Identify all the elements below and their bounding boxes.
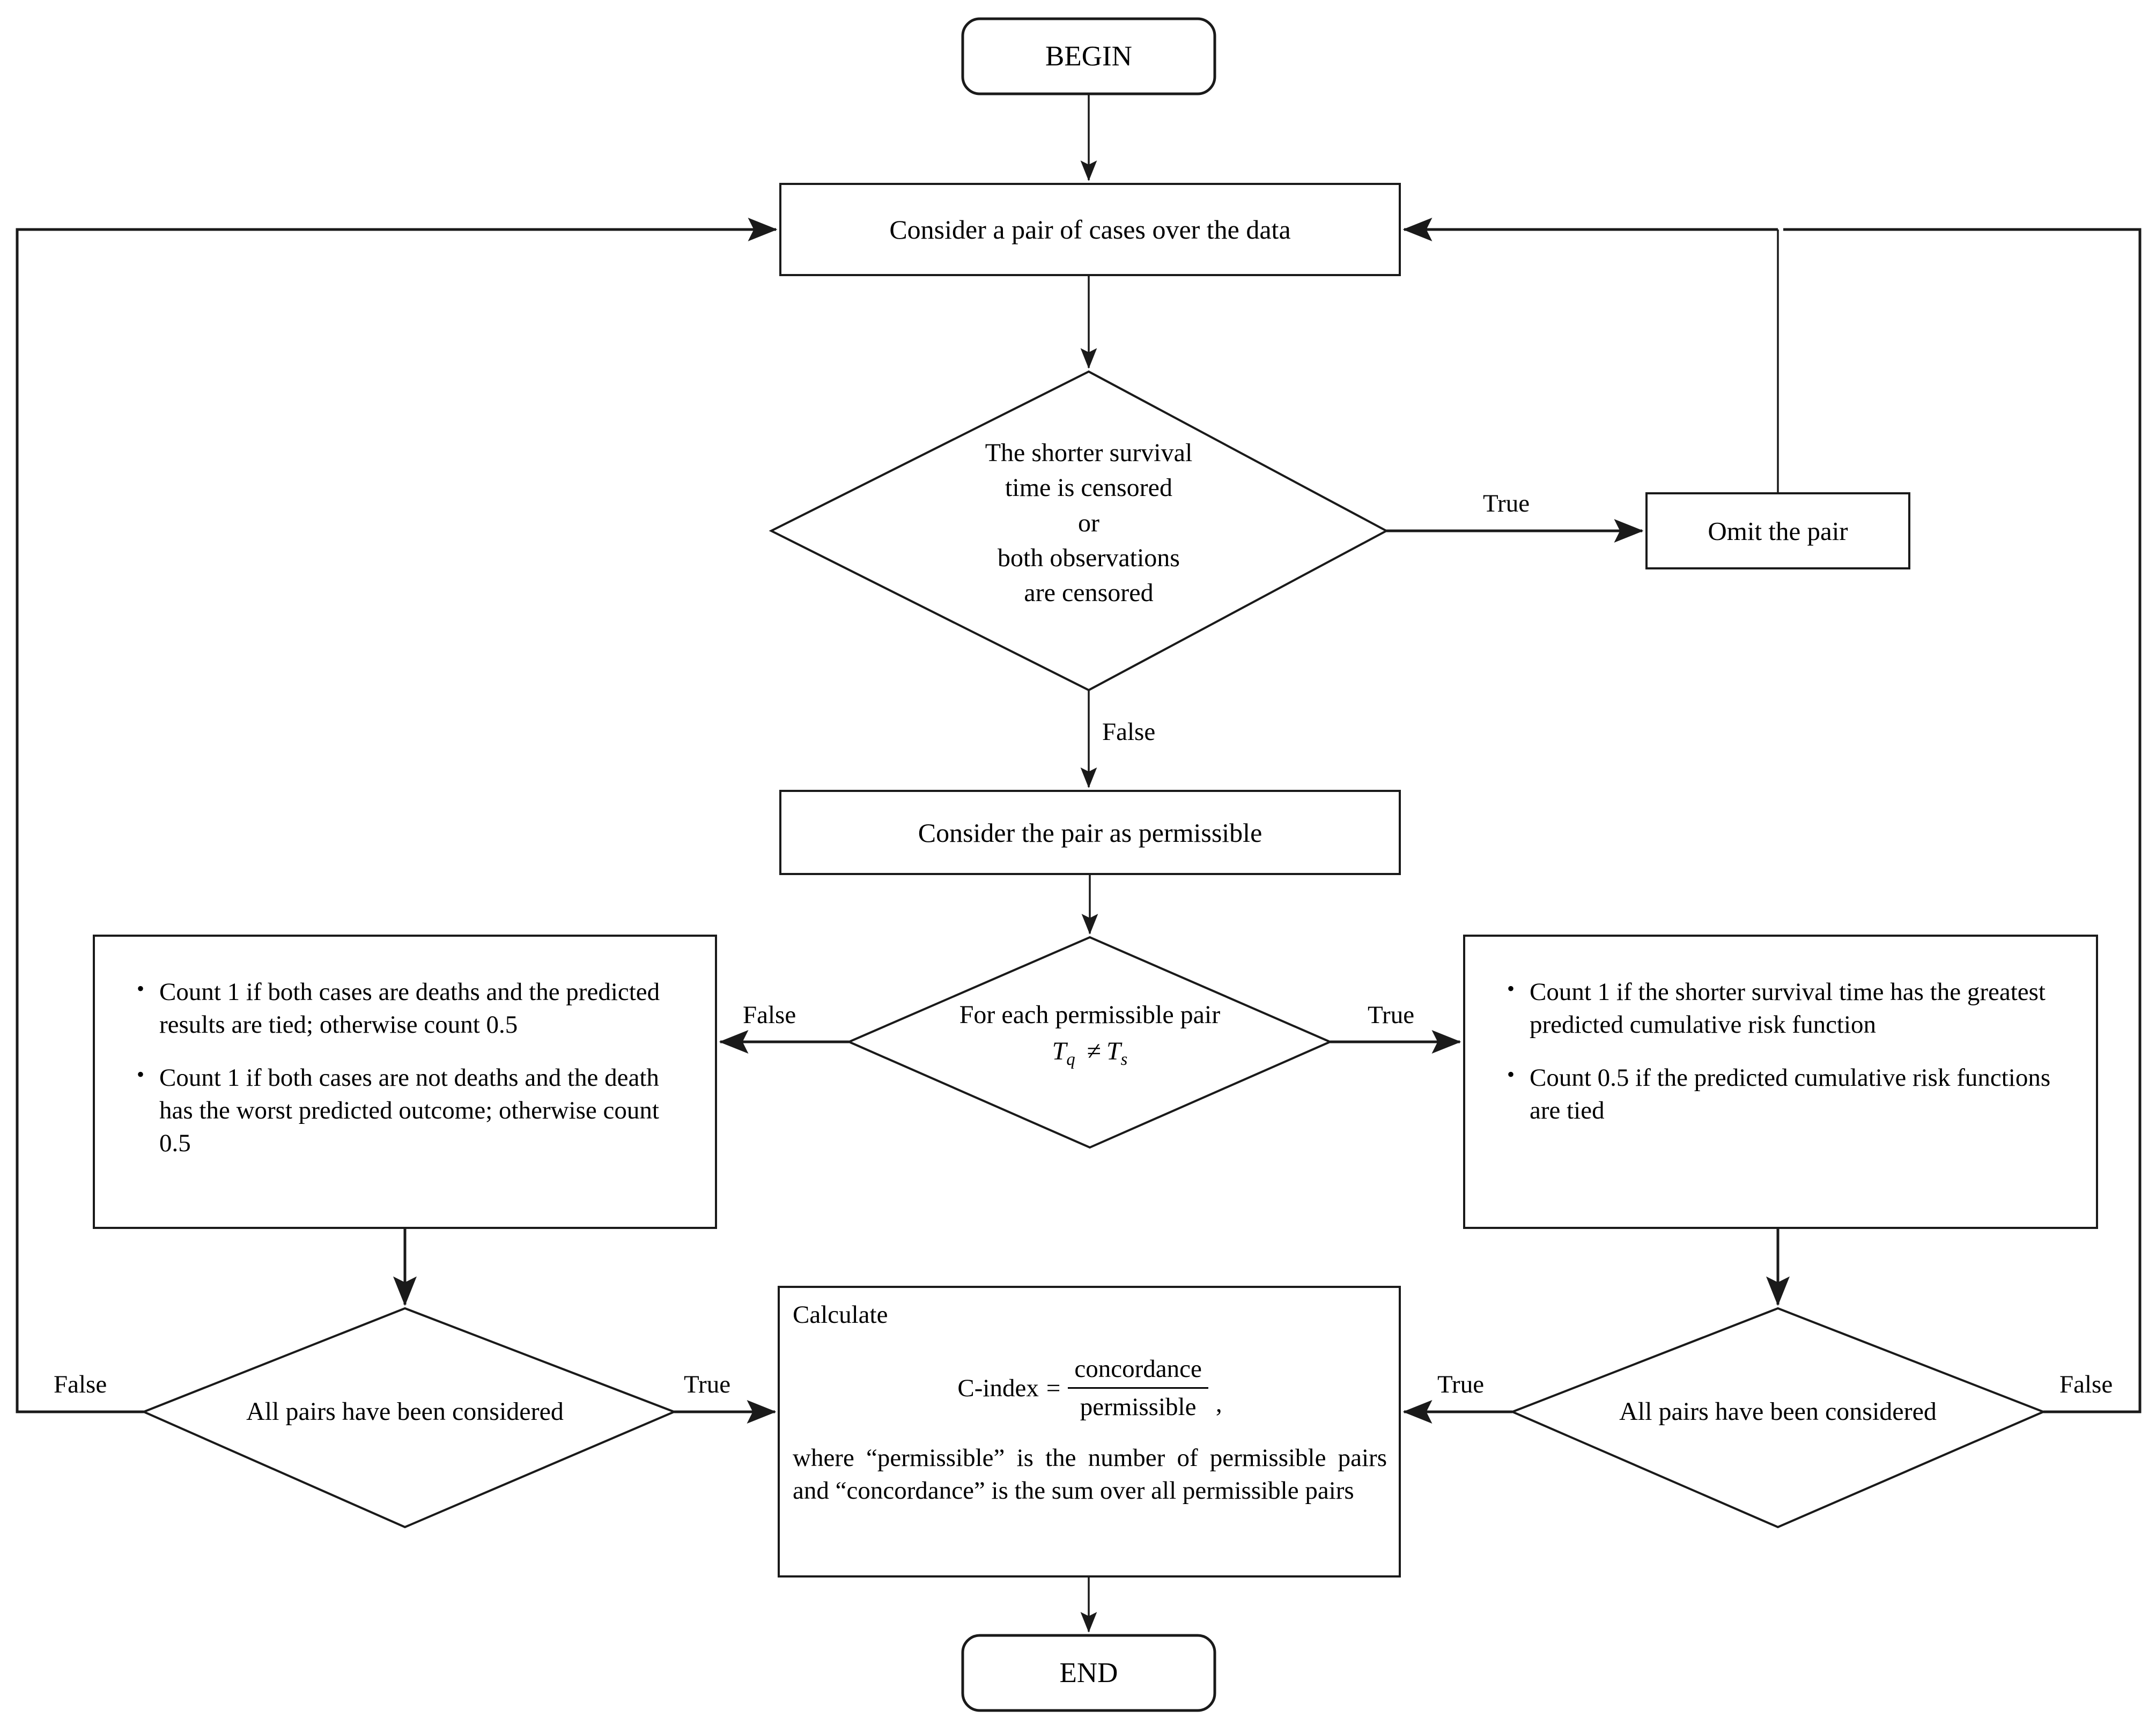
begin-label: BEGIN	[1045, 41, 1132, 72]
edge-label-all-pairs-left-true: True	[684, 1371, 731, 1398]
untied-rule-1: Count 1 if the shorter survival time has…	[1530, 978, 2046, 1039]
untied-rule-2: Count 0.5 if the predicted cumulative ri…	[1530, 1064, 2051, 1125]
list-item: • Count 1 if both cases are not deaths a…	[131, 1062, 684, 1160]
tie-math-lhs-sub: q	[1066, 1050, 1075, 1070]
edge-all-pairs-left-false-return	[16, 218, 778, 1413]
tie-math-lhs: T	[1052, 1037, 1067, 1066]
end-label: END	[1059, 1657, 1118, 1688]
calculate-heading: Calculate	[793, 1301, 888, 1329]
formula-equals: =	[1046, 1374, 1061, 1402]
tie-decision-line-1: For each permissible pair	[959, 1001, 1221, 1029]
consider-pair-label: Consider a pair of cases over the data	[889, 214, 1291, 245]
list-item: • Count 1 if both cases are deaths and t…	[131, 976, 684, 1041]
omit-pair-label: Omit the pair	[1708, 516, 1848, 546]
untied-rules-shape	[1463, 935, 2098, 1229]
tie-decision-label: For each permissible pair Tq ≠Ts	[858, 998, 1321, 1071]
censored-line-5: are censored	[1024, 579, 1154, 608]
formula-denominator: permissible	[1068, 1387, 1208, 1424]
bullet-icon: •	[137, 976, 145, 1001]
censored-line-1: The shorter survival	[985, 439, 1193, 467]
bullet-icon: •	[1507, 1062, 1515, 1087]
all-pairs-left-label: All pairs have been considered	[246, 1397, 564, 1426]
tie-math-rhs: T	[1106, 1037, 1121, 1066]
formula-lhs: C-index	[957, 1374, 1039, 1402]
edge-label-censored-false: False	[1102, 718, 1156, 746]
untied-rules-list: • Count 1 if the shorter survival time h…	[1502, 976, 2065, 1127]
censored-line-4: both observations	[998, 543, 1180, 572]
all-pairs-left-shape	[141, 1307, 677, 1529]
tie-math-op: ≠	[1087, 1037, 1101, 1066]
calculate-shape	[778, 1286, 1401, 1578]
calculate-content: Calculate C-index = concordance permissi…	[793, 1299, 1387, 1507]
censored-line-3: or	[1078, 508, 1099, 537]
formula-numerator: concordance	[1074, 1355, 1202, 1383]
formula-fraction: concordance permissible	[1068, 1353, 1208, 1424]
edge-label-tie-true: True	[1368, 1001, 1415, 1029]
tied-rules-shape	[93, 935, 717, 1229]
all-pairs-right-shape	[1509, 1307, 2047, 1529]
tie-math-rhs-sub: s	[1120, 1050, 1128, 1070]
tie-decision-math: Tq ≠Ts	[858, 1035, 1321, 1071]
edge-label-all-pairs-left-false: False	[54, 1371, 107, 1398]
tied-rules-list: • Count 1 if both cases are deaths and t…	[131, 976, 684, 1160]
censored-decision-label: The shorter survival time is censored or…	[837, 435, 1341, 610]
permissible-shape	[779, 790, 1401, 875]
permissible-label: Consider the pair as permissible	[918, 817, 1262, 848]
bullet-icon: •	[1507, 976, 1515, 1001]
consider-pair-shape	[779, 183, 1401, 276]
tie-decision-shape	[846, 936, 1333, 1149]
censored-line-2: time is censored	[1005, 473, 1172, 502]
all-pairs-right-label: All pairs have been considered	[1619, 1397, 1937, 1426]
edge-all-pairs-right-false-return	[1783, 228, 2142, 1413]
tied-rule-1: Count 1 if both cases are deaths and the…	[159, 978, 660, 1039]
edge-label-censored-true: True	[1483, 490, 1530, 517]
calculate-note: where “permissible” is the number of per…	[793, 1444, 1387, 1505]
edge-label-tie-false: False	[743, 1001, 796, 1029]
list-item: • Count 1 if the shorter survival time h…	[1502, 976, 2065, 1041]
edge-label-all-pairs-right-false: False	[2059, 1371, 2113, 1398]
tied-rule-2: Count 1 if both cases are not deaths and…	[159, 1064, 659, 1158]
untied-rules-text: • Count 1 if the shorter survival time h…	[1502, 976, 2065, 1127]
list-item: • Count 0.5 if the predicted cumulative …	[1502, 1062, 2065, 1127]
end-shape	[961, 1634, 1216, 1712]
edge-label-all-pairs-right-true: True	[1437, 1371, 1485, 1398]
bullet-icon: •	[137, 1062, 145, 1087]
c-index-formula: C-index = concordance permissible ,	[793, 1353, 1387, 1424]
formula-comma: ,	[1215, 1390, 1222, 1418]
omit-pair-shape	[1645, 492, 1910, 569]
tied-rules-text: • Count 1 if both cases are deaths and t…	[131, 976, 684, 1160]
